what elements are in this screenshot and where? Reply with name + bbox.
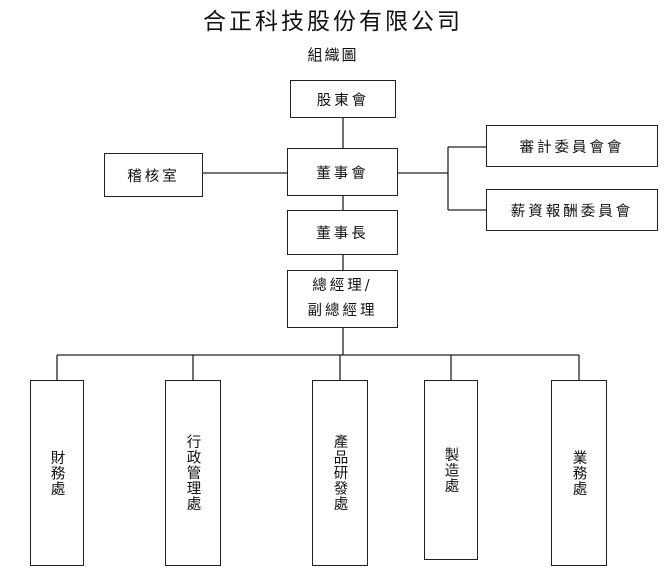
shareholders-meeting-box: 股東會	[290, 80, 396, 118]
chairman-box: 董事長	[287, 210, 398, 255]
org-chart-title: 合正科技股份有限公司	[203, 9, 463, 35]
department-finance-box: 財務處	[30, 380, 84, 566]
department-admin-box: 行政管理處	[165, 380, 221, 566]
general-manager-box: 總經理/ 副總經理	[287, 270, 398, 328]
department-sales-box: 業務處	[551, 380, 607, 566]
department-manufacturing-box: 製造處	[424, 380, 478, 560]
department-rnd-box: 產品研發處	[312, 380, 368, 566]
audit-committee-box: 審計委員會會	[486, 125, 658, 167]
audit-office-box: 稽核室	[104, 153, 203, 197]
compensation-committee-box: 薪資報酬委員會	[486, 189, 658, 231]
board-of-directors-box: 董事會	[287, 148, 398, 196]
org-chart-subtitle: 組織圖	[307, 46, 359, 64]
